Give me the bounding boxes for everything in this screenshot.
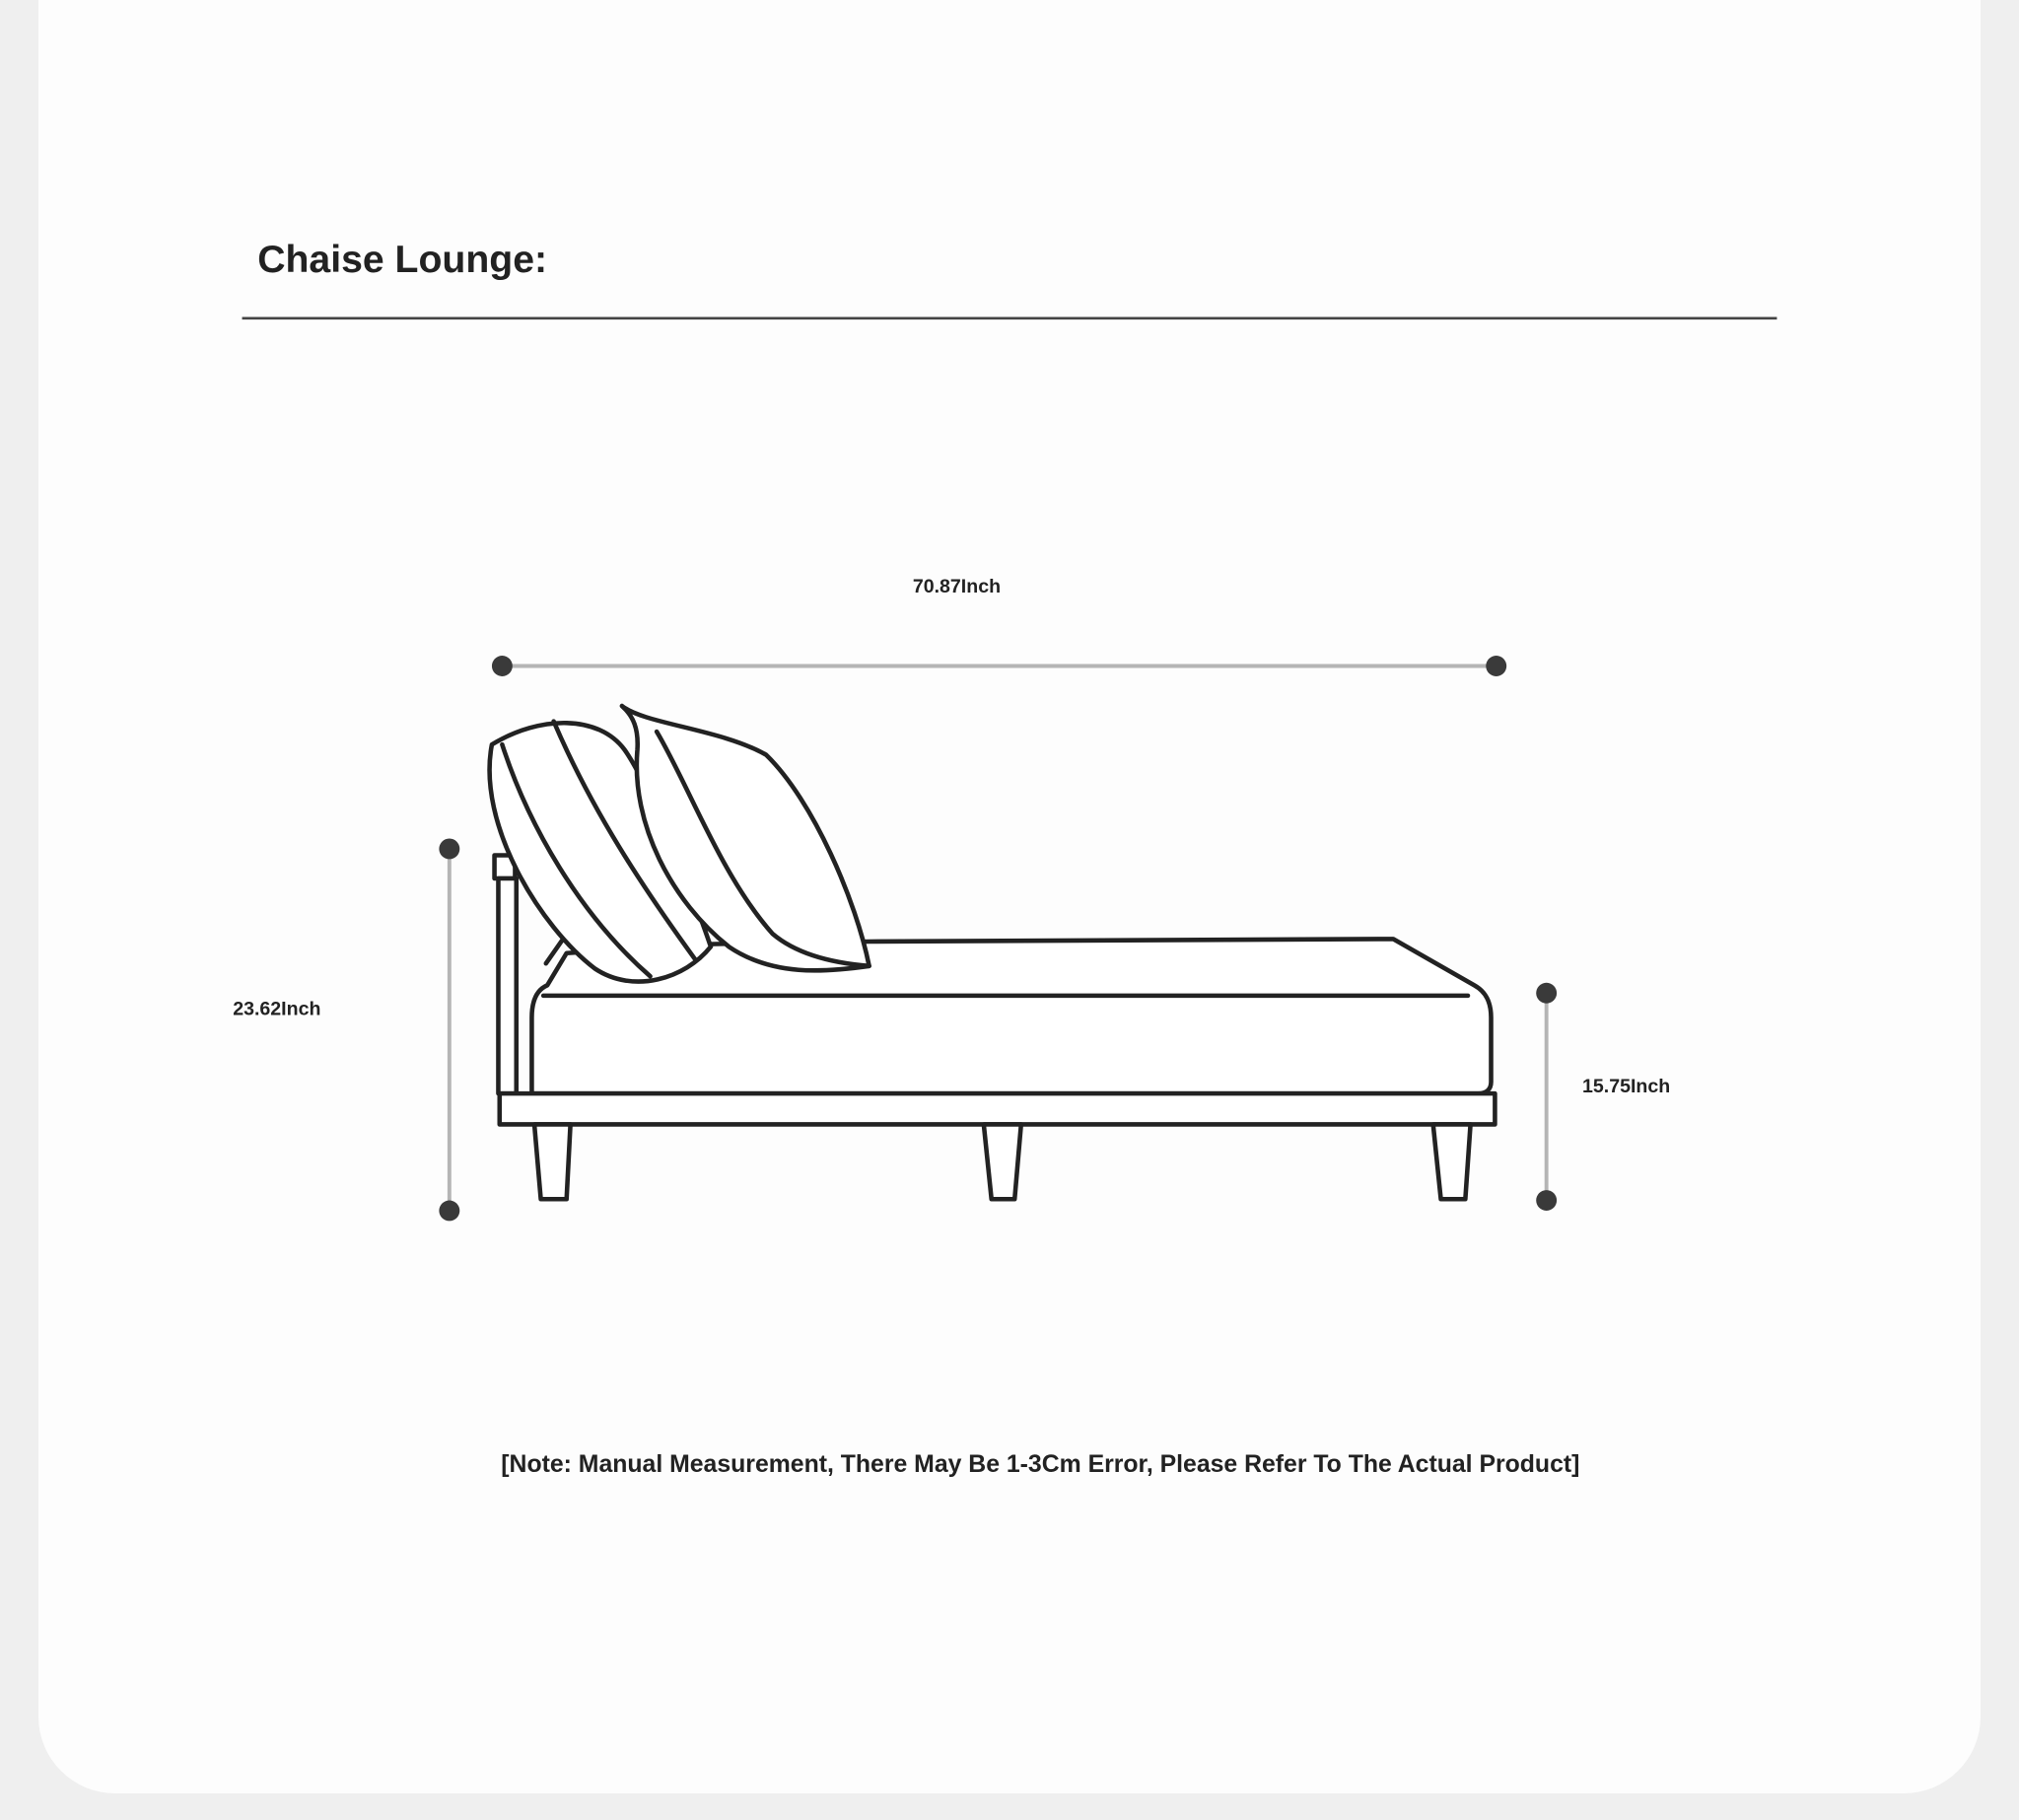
seat-height-label: 15.75Inch [1582, 1076, 1670, 1097]
page-title: Chaise Lounge: [257, 239, 547, 281]
width-label: 70.87Inch [913, 576, 1001, 597]
seat-height-dimension-line [1536, 982, 1558, 1211]
content-card [38, 0, 1981, 1793]
measurement-note: [Note: Manual Measurement, There May Be … [501, 1451, 1579, 1478]
height-dimension-line [439, 838, 460, 1222]
height-label: 23.62Inch [233, 998, 320, 1019]
width-dimension-line [491, 656, 1507, 676]
chaise-lounge-illustration [487, 703, 1497, 1202]
